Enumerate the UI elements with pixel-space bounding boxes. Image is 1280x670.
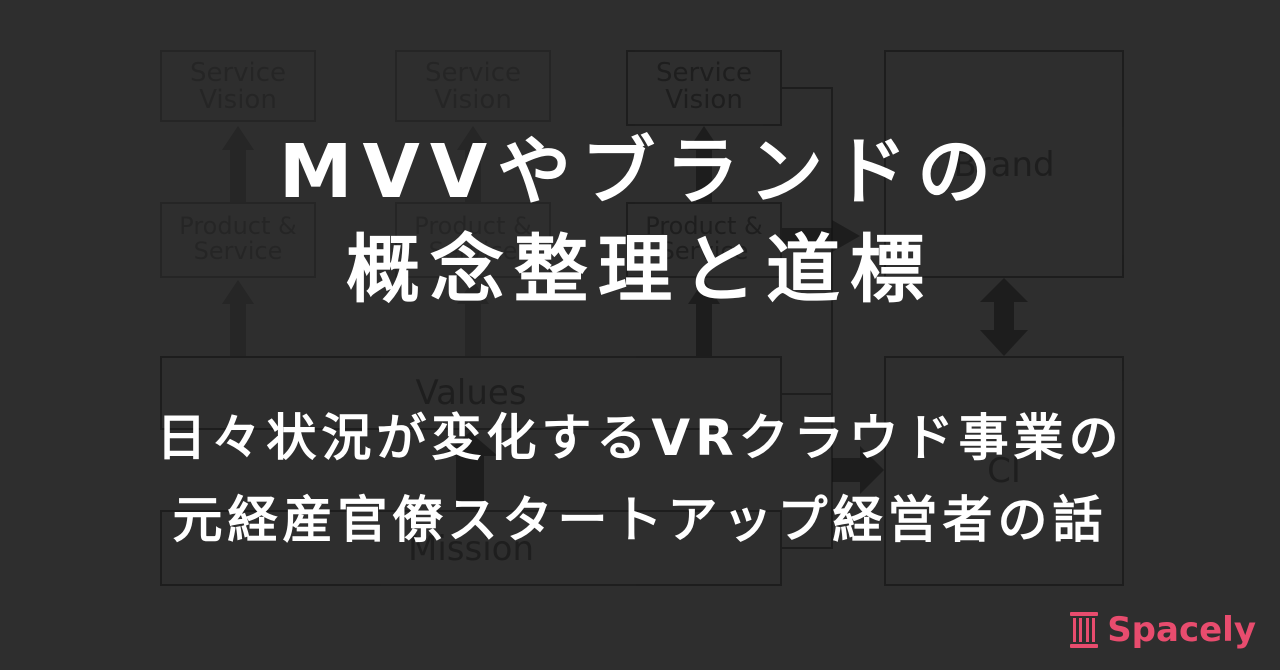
ci-box: CI bbox=[884, 356, 1124, 586]
values-box: Values bbox=[160, 356, 782, 430]
mission-label: Mission bbox=[407, 529, 534, 569]
brand-box: Brand bbox=[884, 50, 1124, 278]
title-line-2: 概念整理と道標 bbox=[346, 227, 934, 313]
product-service-label-1: Product & Service bbox=[179, 212, 297, 266]
up-arrow-center-top bbox=[688, 126, 720, 202]
ci-label: CI bbox=[987, 451, 1021, 491]
up-arrow-left-top bbox=[222, 126, 254, 202]
product-service-box-3: Product & Service bbox=[626, 202, 782, 278]
service-vision-box-2: Service Vision bbox=[395, 50, 551, 122]
brand-label: Brand bbox=[953, 145, 1055, 185]
service-vision-label-2: Service Vision bbox=[424, 58, 522, 116]
up-arrow-center-mid bbox=[688, 280, 720, 356]
up-arrow-center-bottom bbox=[442, 432, 498, 510]
updown-arrow-brand-ci bbox=[980, 278, 1028, 356]
logo-text: Spacely bbox=[1107, 610, 1256, 650]
up-arrow-mid-top bbox=[457, 126, 489, 202]
right-arrow-product bbox=[782, 220, 860, 252]
title-line-1: MVVやブランドの bbox=[278, 129, 1002, 215]
service-vision-label-3: Service Vision bbox=[655, 58, 753, 116]
service-vision-box-3: Service Vision bbox=[626, 50, 782, 126]
product-service-box-2: Product & Service bbox=[395, 202, 551, 278]
subtitle-line-1: 日々状況が変化するVRクラウド事業の bbox=[156, 409, 1124, 467]
product-service-label-2: Product & Service bbox=[414, 212, 532, 266]
up-arrow-mid-mid bbox=[457, 280, 489, 356]
up-arrow-left-mid bbox=[222, 280, 254, 356]
service-vision-box-1: Service Vision bbox=[160, 50, 316, 122]
pillar-icon bbox=[1070, 612, 1099, 648]
values-label: Values bbox=[415, 373, 527, 413]
product-service-box-1: Product & Service bbox=[160, 202, 316, 278]
mission-box: Mission bbox=[160, 510, 782, 586]
spacely-logo: Spacely bbox=[1069, 610, 1256, 650]
subtitle-line-2: 元経産官僚スタートアップ経営者の話 bbox=[172, 491, 1108, 549]
right-arrow-ci bbox=[832, 446, 884, 494]
product-service-label-3: Product & Service bbox=[645, 212, 763, 266]
right-bracket-line bbox=[782, 87, 833, 549]
service-vision-label-1: Service Vision bbox=[189, 58, 287, 116]
